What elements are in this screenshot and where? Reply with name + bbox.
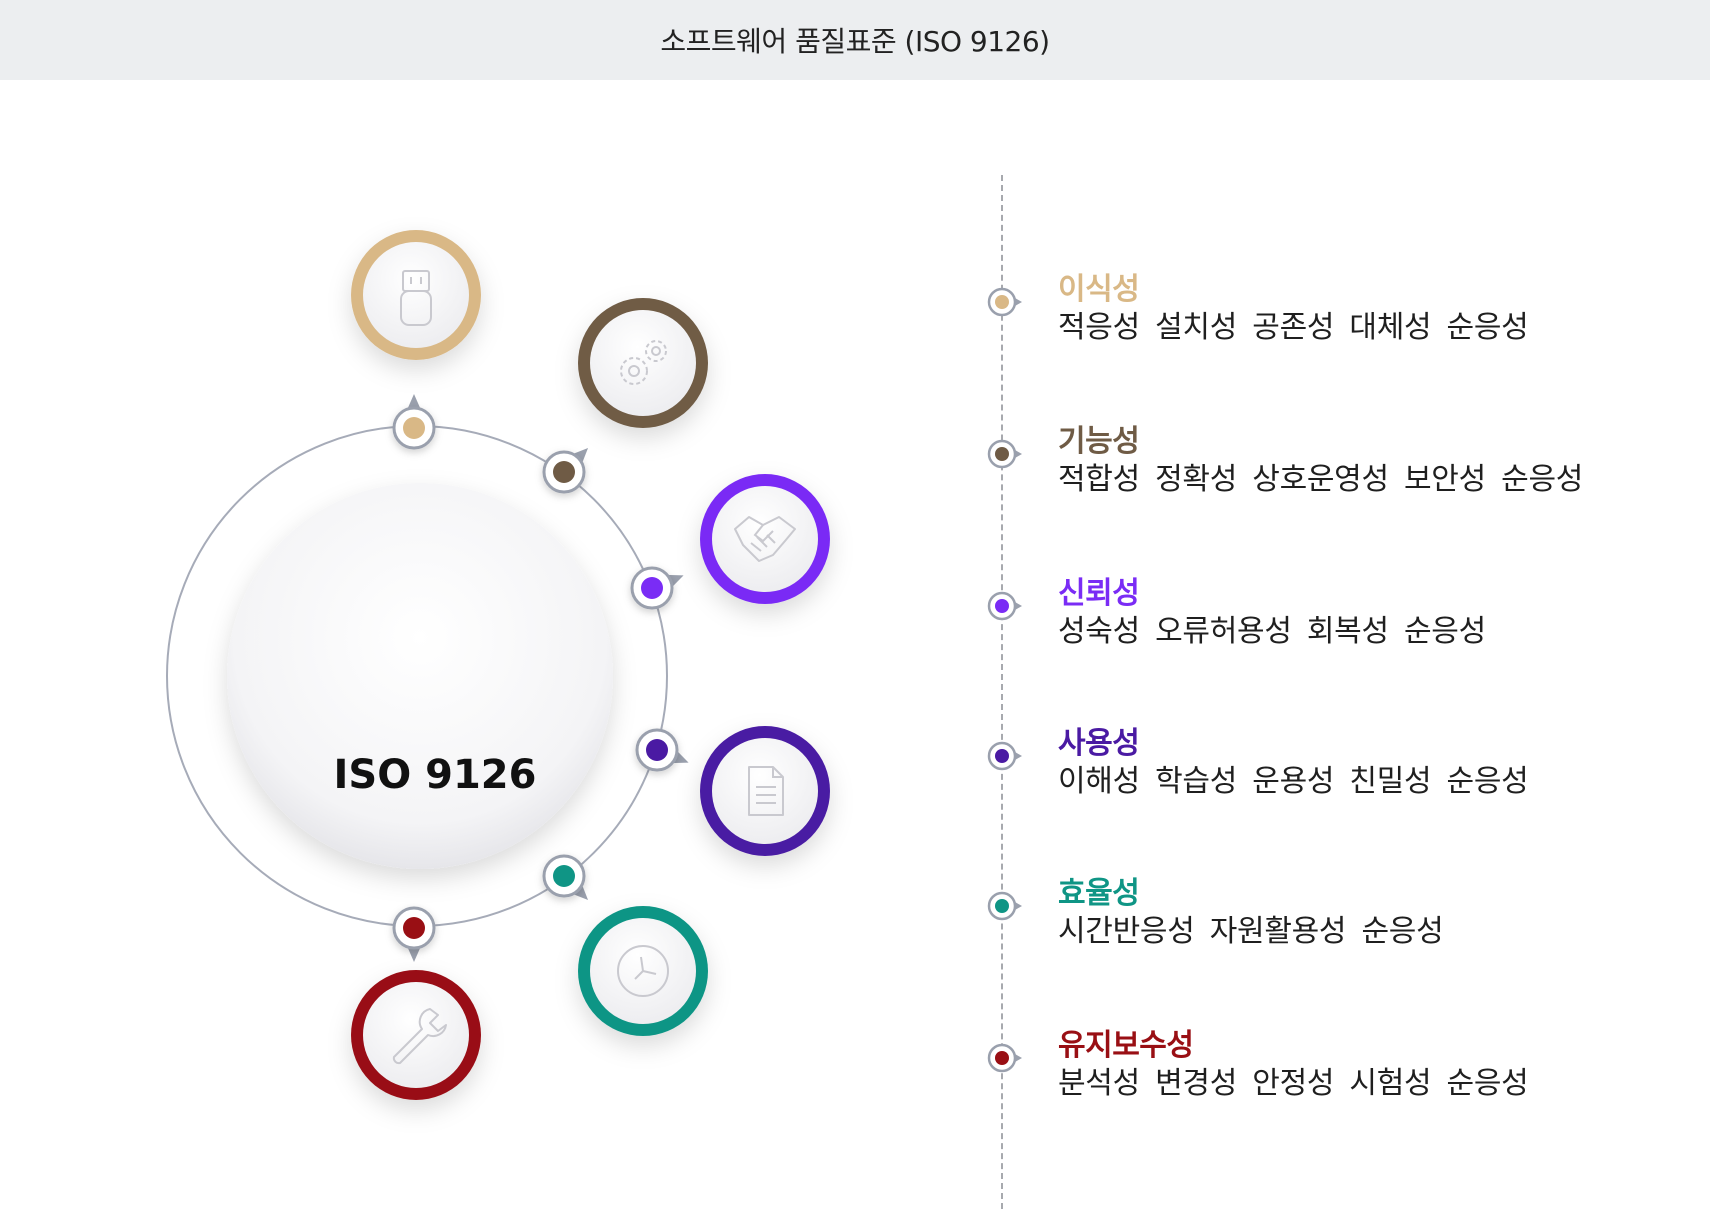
item-description: 적합성 정확성 상호운영성 보안성 순응성 [1058,462,1584,497]
orbit-dot [542,854,586,898]
clock-icon [617,945,669,997]
header-bar: 소프트웨어 품질표준 (ISO 9126) [0,0,1710,80]
timeline-line [1001,175,1003,1209]
orbit-pointer [407,394,421,410]
orbit-dot [630,566,674,610]
item-title: 효율성 [1058,876,1140,911]
timeline-marker [987,439,1022,469]
item-description: 성숙성 오류허용성 회복성 순응성 [1058,614,1486,649]
orbit-pointer [571,883,589,901]
orbit-dot [542,450,586,494]
item-title: 이식성 [1058,272,1140,307]
timeline-marker [987,891,1022,921]
center-disc [227,483,613,869]
icon-layer [351,230,830,1100]
orbit-dot [635,728,679,772]
item-description: 시간반응성 자원활용성 순응성 [1058,914,1444,949]
page-title: 소프트웨어 품질표준 (ISO 9126) [660,25,1050,58]
orbit-dot [392,406,436,450]
orbit-dot [392,906,436,950]
list-item: 이식성 적응성 설치성 공존성 대체성 순응성 [986,270,1686,380]
item-description: 분석성 변경성 안정성 시험성 순응성 [1058,1066,1529,1101]
timeline-marker [987,1043,1022,1073]
feature-icon-badge [351,230,481,360]
feature-icon-badge [700,726,830,856]
orbit-diagram [166,230,830,1100]
list-item: 효율성 시간반응성 자원활용성 순응성 [986,874,1686,984]
wrench-icon [392,1008,447,1065]
list-item: 유지보수성 분석성 변경성 안정성 시험성 순응성 [986,1026,1686,1136]
item-description: 적응성 설치성 공존성 대체성 순응성 [1058,310,1529,345]
document-icon [748,766,784,816]
handshake-icon [734,516,796,562]
timeline-marker [987,591,1022,621]
list-item: 신뢰성 성숙성 오류허용성 회복성 순응성 [986,574,1686,684]
item-title: 유지보수성 [1058,1028,1194,1063]
list-item: 기능성 적합성 정확성 상호운영성 보안성 순응성 [986,422,1686,532]
diagram-area: ISO 9126 [0,80,930,1209]
item-title: 사용성 [1058,726,1140,761]
timeline-marker [987,287,1022,317]
center-label: ISO 9126 [333,752,537,798]
orbit-pointer [407,946,421,962]
item-title: 신뢰성 [1058,576,1140,611]
timeline-marker [987,741,1022,771]
orbit-pointer [571,447,589,465]
gears-icon [620,340,667,385]
item-title: 기능성 [1058,424,1140,459]
usb-drive-icon [400,270,432,326]
item-description: 이해성 학습성 운용성 친밀성 순응성 [1058,764,1529,799]
list-item: 사용성 이해성 학습성 운용성 친밀성 순응성 [986,724,1686,834]
